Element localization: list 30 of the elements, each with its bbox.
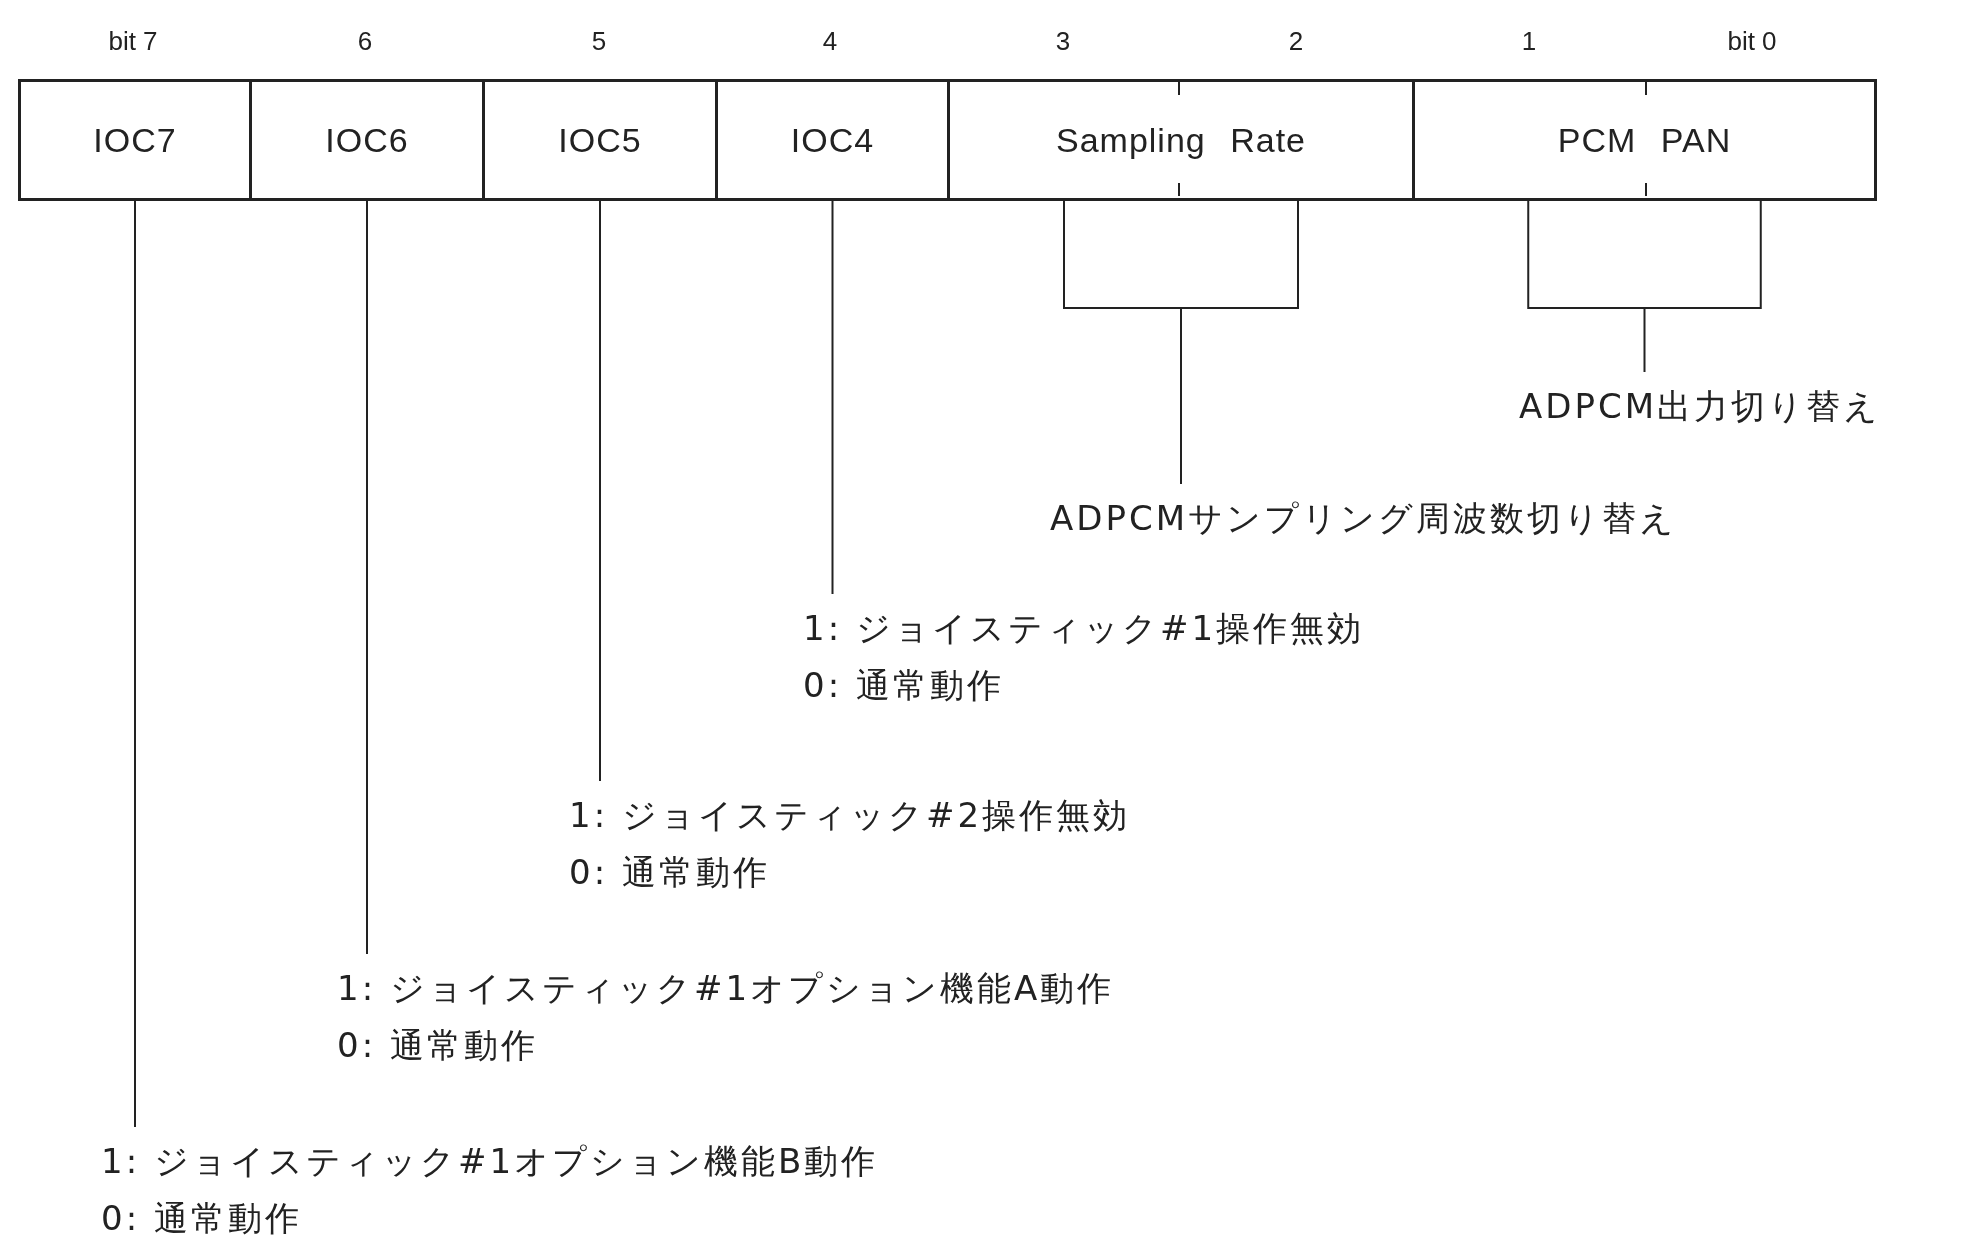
bit-number: bit 0 xyxy=(1727,26,1777,57)
description-text: ADPCM出力切り替え xyxy=(1519,385,1882,428)
leader-line xyxy=(134,200,136,1128)
description-text: 1: ジョイスティック#1オプション機能A動作 xyxy=(337,967,1115,1010)
bit-number: 1 xyxy=(1521,26,1537,57)
register-field-cell: PCM PAN xyxy=(1412,79,1877,201)
register-field-cell: IOC5 xyxy=(482,79,718,201)
description-text: 0: 通常動作 xyxy=(569,851,770,894)
bit-number: 2 xyxy=(1288,26,1304,57)
register-field-cell: IOC4 xyxy=(715,79,950,201)
description-text: ADPCMサンプリング周波数切り替え xyxy=(1050,497,1678,540)
register-field-cell: Sampling Rate xyxy=(947,79,1415,201)
bit-number: 5 xyxy=(591,26,607,57)
leader-line xyxy=(1063,200,1299,485)
description-text: 0: 通常動作 xyxy=(337,1024,538,1067)
description-text: 1: ジョイスティック#1操作無効 xyxy=(803,607,1364,650)
bit-number: bit 7 xyxy=(108,26,158,57)
leader-line xyxy=(1527,200,1762,373)
register-field-cell: IOC7 xyxy=(18,79,252,201)
bit-number: 3 xyxy=(1055,26,1071,57)
leader-line xyxy=(831,200,834,595)
register-field-cell: IOC6 xyxy=(249,79,485,201)
leader-line xyxy=(599,200,601,782)
description-text: 1: ジョイスティック#2操作無効 xyxy=(569,794,1130,837)
bit-number: 6 xyxy=(357,26,373,57)
leader-line xyxy=(366,200,368,955)
description-text: 0: 通常動作 xyxy=(803,664,1004,707)
bit-number: 4 xyxy=(822,26,838,57)
description-text: 0: 通常動作 xyxy=(101,1197,302,1240)
description-text: 1: ジョイスティック#1オプション機能B動作 xyxy=(101,1140,879,1183)
